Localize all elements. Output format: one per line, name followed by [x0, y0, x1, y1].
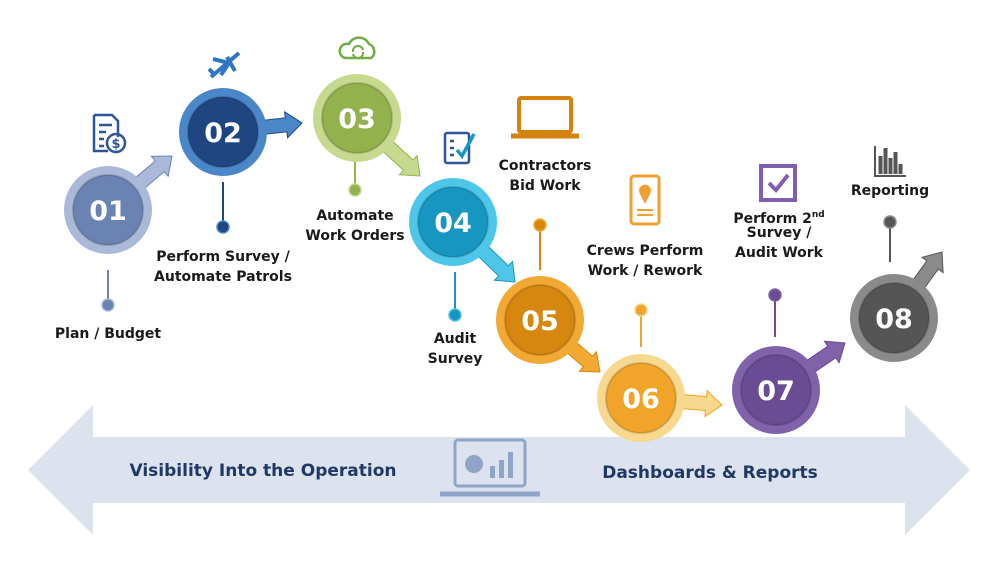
step-number: 08	[875, 304, 913, 335]
step-label-line: Audit	[434, 331, 477, 347]
step-label-line: Perform 2	[733, 211, 811, 227]
step-label-line: Bid Work	[509, 178, 581, 194]
phone-location-icon	[629, 174, 661, 226]
step-label-line: Reporting	[851, 183, 929, 199]
step-label: Reporting	[851, 183, 929, 199]
step-circle	[321, 82, 393, 154]
band-right-text: Dashboards & Reports	[602, 463, 818, 483]
step-circle	[740, 354, 812, 426]
step-number: 01	[89, 196, 127, 227]
step-circle	[72, 174, 144, 246]
step-circle	[858, 282, 930, 354]
step-label-superscript: nd	[812, 210, 825, 220]
step-label-line: Automate Patrols	[154, 269, 292, 285]
band-left-text: Visibility Into the Operation	[130, 461, 397, 481]
step-number: 07	[757, 376, 795, 407]
pin-dot	[448, 308, 462, 322]
checklist-icon	[443, 131, 476, 165]
pin-dot	[101, 298, 115, 312]
step-number: 05	[521, 306, 559, 337]
step-label-line: Crews Perform	[587, 243, 704, 259]
step-number: 04	[434, 208, 472, 239]
step-number: 03	[338, 104, 376, 135]
visibility-band: Visibility Into the Operation Dashboards…	[28, 405, 970, 535]
pin-dot	[216, 220, 230, 234]
step-label: Perform Survey / Automate Patrols	[154, 249, 292, 285]
step-label-line: Work / Rework	[588, 263, 703, 279]
pin-dot	[533, 218, 547, 232]
laptop-icon	[511, 96, 579, 139]
airplane-icon	[207, 51, 241, 79]
pin-dot	[768, 288, 782, 302]
step-label-line: Perform Survey /	[156, 249, 290, 265]
pin-dot	[883, 215, 897, 229]
step-label: Plan / Budget	[55, 326, 162, 342]
step-number: 06	[622, 384, 660, 415]
svg-text:$: $	[111, 137, 120, 152]
step-circle	[417, 186, 489, 258]
step-label-line: Work Orders	[305, 228, 404, 244]
pin-dot	[348, 183, 362, 197]
checkbox-icon	[759, 164, 797, 202]
step-label-line: Contractors	[499, 158, 592, 174]
cloud-sync-icon	[338, 36, 376, 60]
step-circle	[605, 362, 677, 434]
step-label-line: Survey /	[747, 225, 813, 241]
document-dollar-icon: $	[92, 113, 127, 154]
step-circle	[187, 96, 259, 168]
step-08: 08 Reporting	[850, 146, 944, 362]
step-circle	[504, 284, 576, 356]
step-label-line: Automate	[316, 208, 393, 224]
step-label-line: Survey	[428, 351, 483, 367]
monitor-chart-icon	[440, 438, 540, 497]
bar-chart-icon	[874, 146, 906, 177]
step-label-line: Plan / Budget	[55, 326, 162, 342]
step-number: 02	[204, 118, 242, 149]
pin-dot	[634, 303, 648, 317]
step-label-line: Audit Work	[735, 245, 824, 261]
